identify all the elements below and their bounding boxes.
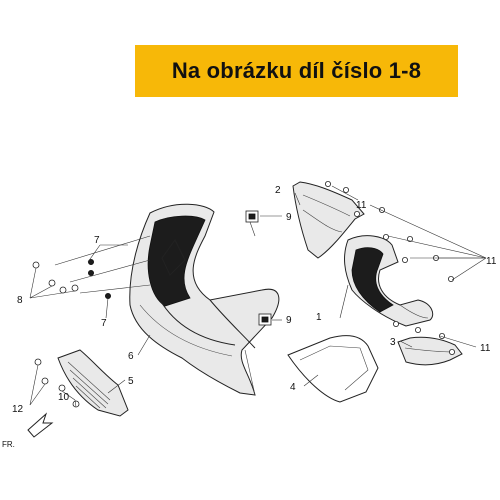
callout-9-upper: 9 (286, 212, 292, 223)
callout-2: 2 (275, 185, 281, 196)
upper-cover-part-2[interactable] (292, 181, 365, 259)
callout-1: 1 (316, 312, 322, 323)
part-range-banner: Na obrázku díl číslo 1-8 (135, 45, 458, 97)
front-arrow-icon (27, 412, 54, 438)
callout-11-lower: 11 (480, 343, 491, 354)
callout-12: 12 (12, 404, 24, 415)
callout-9-lower: 9 (286, 315, 292, 326)
lower-right-cover-part-1[interactable] (344, 235, 434, 327)
plate-part-4[interactable] (287, 335, 379, 403)
grille-part-5[interactable] (57, 349, 129, 417)
callout-8: 8 (17, 295, 23, 306)
front-label: FR. (2, 440, 15, 449)
callout-7-upper: 7 (94, 235, 100, 246)
callout-labels: 1 2 3 4 5 6 7 7 8 9 9 10 11 11 11 12 (12, 185, 497, 415)
front-cover-part-6[interactable] (129, 203, 280, 396)
front-direction-indicator: FR. (2, 412, 54, 449)
callout-7-lower: 7 (101, 318, 107, 329)
callout-11-right: 11 (486, 256, 497, 267)
callout-10: 10 (58, 392, 70, 403)
leader-lines (29, 185, 487, 408)
banner-text: Na obrázku díl číslo 1-8 (171, 58, 422, 83)
callout-4: 4 (290, 382, 296, 393)
callout-3: 3 (390, 337, 396, 348)
clip-part-9-lower[interactable] (258, 313, 272, 326)
screws (32, 180, 455, 408)
clip-part-9-upper[interactable] (245, 210, 259, 223)
callout-11-top: 11 (356, 200, 367, 211)
callout-5: 5 (128, 376, 134, 387)
callout-6: 6 (128, 351, 134, 362)
